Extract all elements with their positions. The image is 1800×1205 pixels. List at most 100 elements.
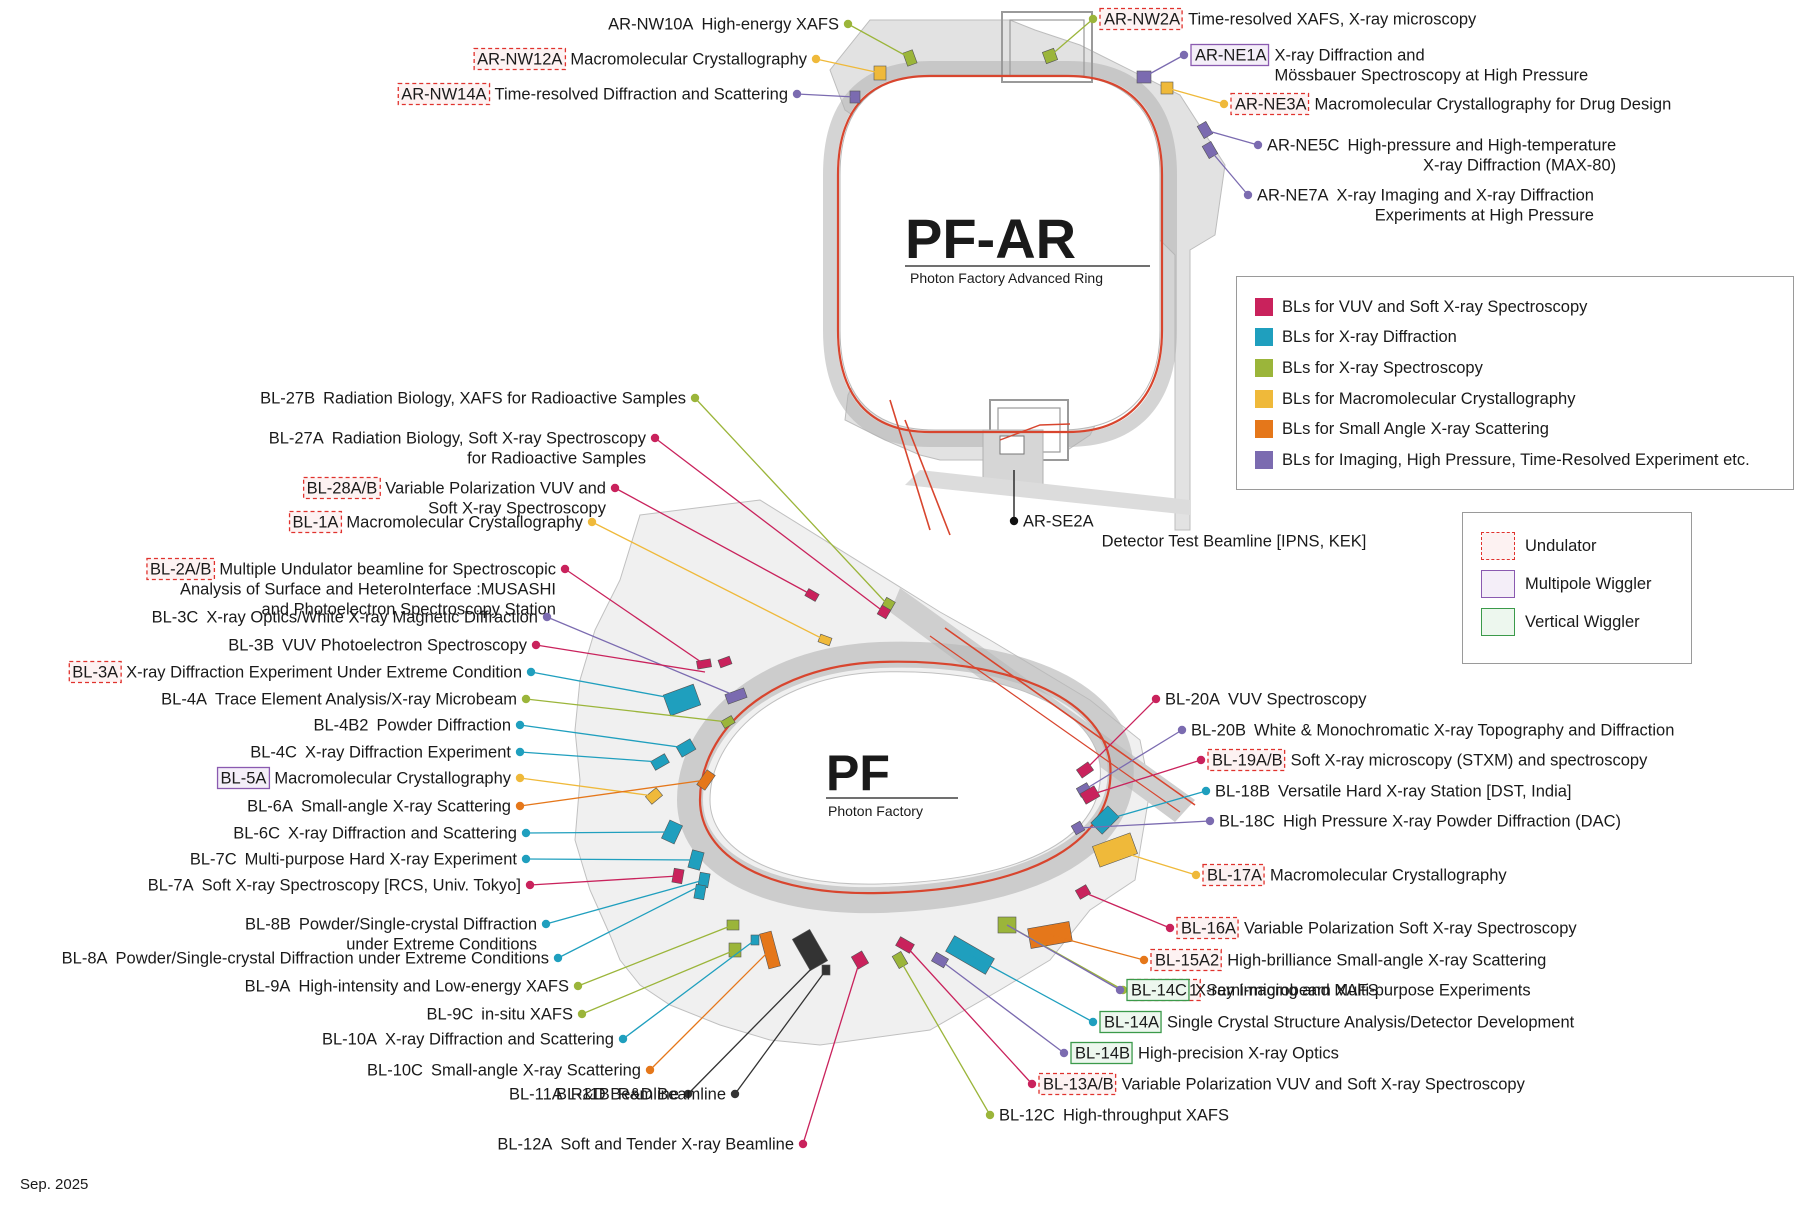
desc-bl-3a-0: X-ray Diffraction Experiment Under Extre…: [126, 664, 522, 682]
beamline-bl-11a: R&D Beamline BL-11A: [509, 929, 829, 1104]
leader-bl-14b: [939, 959, 1065, 1054]
dot-ar-ne1a: [1179, 50, 1189, 60]
id-ar-se2a: AR-SE2A: [1023, 513, 1094, 531]
desc-bl-9c-0: in-situ XAFS: [481, 1006, 573, 1024]
dot-ar-nw14a: [792, 89, 802, 99]
legend-type-label-vertical: Vertical Wiggler: [1525, 612, 1640, 631]
leader-bl-10a: [622, 939, 756, 1040]
desc-bl-4c-0: X-ray Diffraction Experiment: [305, 744, 511, 762]
id-bl-11a: BL-11A: [509, 1086, 563, 1104]
id-bl-6a: BL-6A: [247, 798, 293, 816]
desc-bl-8b-1: under Extreme Conditions: [346, 936, 537, 954]
id-bl-1a: BL-1A: [293, 514, 339, 532]
desc-bl-11b-0: R&D Beamline: [618, 1086, 726, 1104]
dot-ar-nw10a: [843, 19, 853, 29]
pf-subtitle: Photon Factory: [828, 803, 923, 819]
id-bl-10a: BL-10A: [322, 1031, 377, 1049]
id-ar-nw2a: AR-NW2A: [1104, 11, 1180, 29]
source-box-bl-19a-b: [1207, 748, 1286, 772]
id-bl-3c: BL-3C: [152, 609, 199, 627]
id-bl-12c: BL-12C: [999, 1107, 1055, 1125]
id-bl-15a2: BL-15A2: [1155, 952, 1219, 970]
leader-bl-28a-b: [614, 487, 813, 596]
id-bl-7a: BL-7A: [148, 877, 194, 895]
legend-item-saxs: BLs for Small Angle X-ray Scattering: [1255, 419, 1549, 439]
source-box-bl-2a-b: [146, 557, 216, 581]
leader-bl-14a: [969, 954, 1094, 1023]
source-box-bl-17a: [1202, 863, 1265, 887]
dot-ar-ne7a: [1243, 190, 1253, 200]
wiggler-swatch: [1481, 570, 1515, 598]
dot-bl-7c: [521, 854, 531, 864]
leader-bl-18b: [1104, 790, 1207, 821]
leader-bl-9c: [581, 949, 736, 1015]
dot-bl-7a: [525, 880, 535, 890]
desc-bl-14b-0: High-precision X-ray Optics: [1138, 1045, 1339, 1063]
id-bl-14b: BL-14B: [1075, 1045, 1130, 1063]
id-bl-9c: BL-9C: [427, 1006, 474, 1024]
leader-ar-ne3a: [1166, 87, 1225, 105]
id-bl-8b: BL-8B: [245, 916, 291, 934]
desc-bl-16a-0: Variable Polarization Soft X-ray Spectro…: [1244, 920, 1577, 938]
beamline-bl-27a: Radiation Biology, Soft X-ray Spectrosco…: [269, 430, 892, 620]
dot-bl-8a: [553, 953, 563, 963]
source-box-bl-1a: [288, 510, 343, 534]
pfar-orbit: [836, 74, 1164, 434]
leader-bl-12c: [899, 959, 991, 1116]
legend-item-diffraction: BLs for X-ray Diffraction: [1255, 327, 1457, 347]
id-bl-11b: BL-11B: [556, 1086, 610, 1104]
leader-bl-16a: [1082, 891, 1171, 929]
legend-item-vuv: BLs for VUV and Soft X-ray Spectroscopy: [1255, 297, 1587, 317]
dot-bl-9a: [573, 981, 583, 991]
hutch-bl-3b: [717, 655, 733, 669]
dot-bl-14a: [1088, 1017, 1098, 1027]
dot-ar-nw2a: [1088, 14, 1098, 24]
dot-bl-13a-b: [1027, 1079, 1037, 1089]
desc-bl-15a2-0: High-brilliance Small-angle X-ray Scatte…: [1227, 952, 1546, 970]
dot-bl-9c: [577, 1009, 587, 1019]
dot-bl-18b: [1201, 786, 1211, 796]
pf-ring-tunnel: [676, 641, 1134, 914]
desc-bl-2a-b-2: and Photoelectron Spectroscopy Station: [262, 601, 556, 619]
beamline-bl-14b: BL-14B High-precision X-ray Optics: [931, 951, 1339, 1065]
legend-swatch-diffraction: [1255, 328, 1273, 346]
id-ar-ne1a: AR-NE1A: [1195, 47, 1267, 65]
desc-bl-13a-b-0: Variable Polarization VUV and Soft X-ray…: [1122, 1076, 1526, 1094]
legend-label-diffraction: BLs for X-ray Diffraction: [1282, 327, 1457, 346]
source-type-legend: Undulator Multipole Wiggler Vertical Wig…: [1462, 512, 1692, 664]
id-bl-14a: BL-14A: [1104, 1014, 1159, 1032]
leader-bl-3a: [530, 671, 683, 701]
dot-bl-12c: [985, 1110, 995, 1120]
leader-bl-12a: [802, 959, 861, 1145]
id-bl-4c: BL-4C: [250, 744, 297, 762]
leader-bl-15a2: [1049, 934, 1145, 961]
desc-bl-20b-0: White & Monochromatic X-ray Topography a…: [1254, 722, 1674, 740]
legend-type-label-wiggler: Multipole Wiggler: [1525, 574, 1652, 593]
leader-bl-10c: [649, 949, 771, 1071]
legend-type-label-undulator: Undulator: [1525, 536, 1597, 555]
desc-bl-28a-b-0: Variable Polarization VUV and: [385, 480, 606, 498]
id-bl-20b: BL-20B: [1191, 722, 1246, 740]
leader-ar-nw2a: [1049, 18, 1094, 57]
id-ar-ne7a: AR-NE7A: [1257, 187, 1329, 205]
leader-bl-20b: [1083, 729, 1183, 791]
desc-bl-12c-0: High-throughput XAFS: [1063, 1107, 1229, 1125]
desc-ar-se2a-1: Detector Test Beamline [IPNS, KEK]: [1102, 533, 1367, 551]
id-ar-nw14a: AR-NW14A: [401, 86, 486, 104]
desc-bl-14c-0: X-ray Imaging and Multi-purpose Experime…: [1195, 982, 1531, 1000]
dot-bl-11b: [730, 1089, 740, 1099]
